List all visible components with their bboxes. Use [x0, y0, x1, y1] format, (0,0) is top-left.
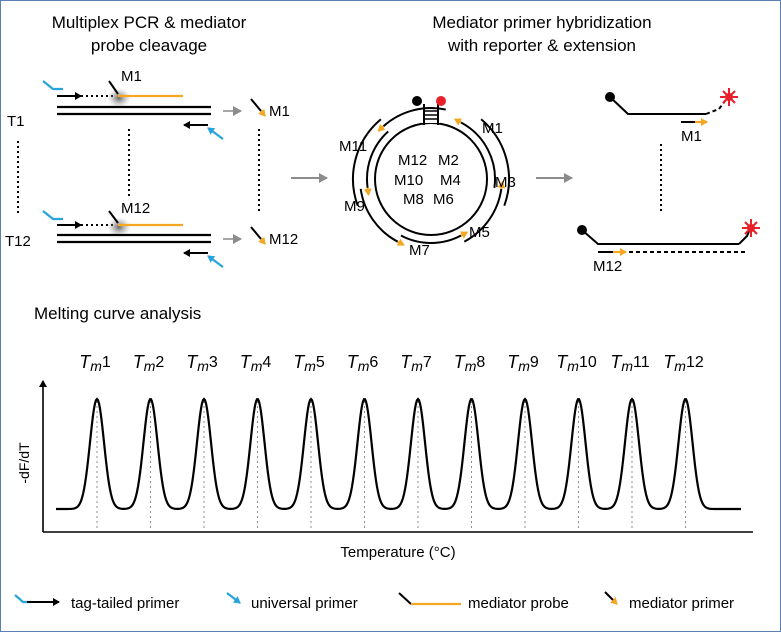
legend-item-mediator-primer: mediator primer: [604, 591, 734, 612]
fluorophore-burst: [720, 88, 738, 106]
tm-label: Tm5: [293, 352, 325, 374]
tag-tailed-primer-t1: [42, 80, 82, 100]
cleavage-glow: [107, 217, 131, 237]
tm-label: Tm1: [79, 352, 111, 374]
tm-labels: Tm1 Tm2 Tm3 Tm4 Tm5 Tm6 Tm7 Tm8 Tm9 Tm10 Tm11 Tm12: [79, 352, 704, 374]
tm-label: Tm8: [454, 352, 486, 374]
legend-label: tag-tailed primer: [71, 595, 179, 612]
tm-label: Tm2: [133, 352, 165, 374]
tm-label: Tm3: [186, 352, 218, 374]
outer-label-m1: M1: [482, 120, 503, 137]
mediator-primer-icon: [604, 591, 618, 605]
tag-tailed-primer-t12: [42, 210, 82, 229]
fluorophore-dot: [436, 96, 446, 106]
pcr-title-line1: Multiplex PCR & mediator: [52, 13, 247, 32]
outer-label-m7: M7: [409, 242, 430, 259]
hyb-title-line2: with reporter & extension: [447, 36, 636, 55]
tm-label: Tm10: [556, 352, 597, 374]
released-label-m1: M1: [269, 103, 290, 120]
mediator-arc: [359, 188, 399, 243]
inner-label-m12: M12: [398, 152, 427, 169]
reporter-strand: [609, 96, 706, 115]
tm-label: Tm11: [610, 352, 649, 374]
probe-flap: [108, 210, 119, 224]
mediator-arc: [366, 130, 389, 189]
reporter-circle: [374, 122, 488, 236]
extension-dashed: [705, 96, 729, 115]
inner-label-m8: M8: [403, 191, 424, 208]
probe-label-m1: M1: [121, 68, 142, 85]
legend: tag-tailed primer universal primer media…: [14, 591, 734, 612]
mediator-arc: [382, 107, 446, 127]
hyb-title-line1: Mediator primer hybridization: [432, 13, 651, 32]
mediator-arc-tip: [453, 118, 463, 126]
legend-label: universal primer: [251, 595, 358, 612]
outer-label-m5: M5: [469, 224, 490, 241]
universal-primer-reverse: [207, 255, 224, 268]
legend-label: mediator probe: [468, 595, 569, 612]
universal-primer-icon: [226, 592, 241, 604]
mediator-arc-tip: [460, 231, 469, 239]
pcr-title-line2: probe cleavage: [91, 36, 207, 55]
tm-label: Tm12: [663, 352, 704, 374]
target-label-t12: T12: [5, 233, 31, 250]
stem-gap: [422, 111, 440, 123]
universal-primer-reverse: [207, 127, 224, 140]
tm-guides: [96, 401, 686, 531]
legend-item-universal-primer: universal primer: [226, 592, 358, 612]
mediator-arc: [400, 234, 462, 244]
mediator-arc-tip: [396, 238, 405, 246]
fluorophore-burst: [742, 219, 760, 237]
outer-label-m3: M3: [495, 174, 516, 191]
inner-label-m10: M10: [394, 172, 423, 189]
quencher-dot: [412, 96, 422, 106]
x-axis-label: Temperature (°C): [340, 544, 455, 561]
extension-label-m12: M12: [593, 258, 622, 275]
inner-label-m6: M6: [433, 191, 454, 208]
reporter-panel: M12 M2 M10 M4 M8 M6 M1 M3 M5 M7 M9 M11: [339, 96, 516, 259]
probe-label-m12: M12: [121, 200, 150, 217]
released-mediator-m12-tip: [258, 236, 266, 245]
tm-label: Tm4: [240, 352, 272, 374]
primer-tag: [42, 210, 63, 221]
inner-label-m2: M2: [438, 152, 459, 169]
mediator-arc: [480, 118, 510, 207]
mediator-arc: [463, 188, 503, 243]
mediator-arc: [352, 118, 382, 207]
mediator-probe-icon: [398, 592, 461, 606]
legend-item-tag-tailed-primer: tag-tailed primer: [14, 594, 179, 612]
legend-label: mediator primer: [629, 595, 734, 612]
outer-label-m11: M11: [339, 138, 367, 155]
tm-label: Tm7: [400, 352, 432, 374]
outer-label-m9: M9: [344, 198, 365, 215]
mediator-arc-tip: [377, 123, 386, 132]
reporter-mediator-arcs: [352, 107, 510, 246]
cleavage-glow: [107, 88, 131, 108]
reporter-strand: [581, 229, 739, 245]
probe-flap: [108, 80, 119, 95]
tm-label: Tm9: [507, 352, 539, 374]
tm-label: Tm6: [347, 352, 379, 374]
released-mediator-m1-tip: [258, 108, 266, 117]
mediator-arc-tip: [363, 187, 372, 196]
mediator-arc: [460, 121, 496, 189]
melt-title: Melting curve analysis: [34, 304, 201, 323]
released-label-m12: M12: [269, 231, 298, 248]
y-axis-label: -dF/dT: [16, 442, 32, 484]
released-mediator-m1: [250, 98, 262, 112]
tag-tailed-primer-icon: [14, 594, 60, 606]
pcr-panel: T1 M1 M1 T12 M12: [5, 68, 298, 268]
released-mediator-m12: [250, 226, 262, 240]
mediator-arc-tip: [497, 180, 506, 190]
primer-tag: [42, 80, 63, 91]
melting-curve-line: [56, 397, 741, 511]
extension-panel: M1 M12: [577, 88, 760, 275]
inner-label-m4: M4: [440, 172, 461, 189]
legend-item-mediator-probe: mediator probe: [398, 592, 569, 612]
extension-label-m1: M1: [681, 128, 702, 145]
target-label-t1: T1: [7, 113, 25, 130]
